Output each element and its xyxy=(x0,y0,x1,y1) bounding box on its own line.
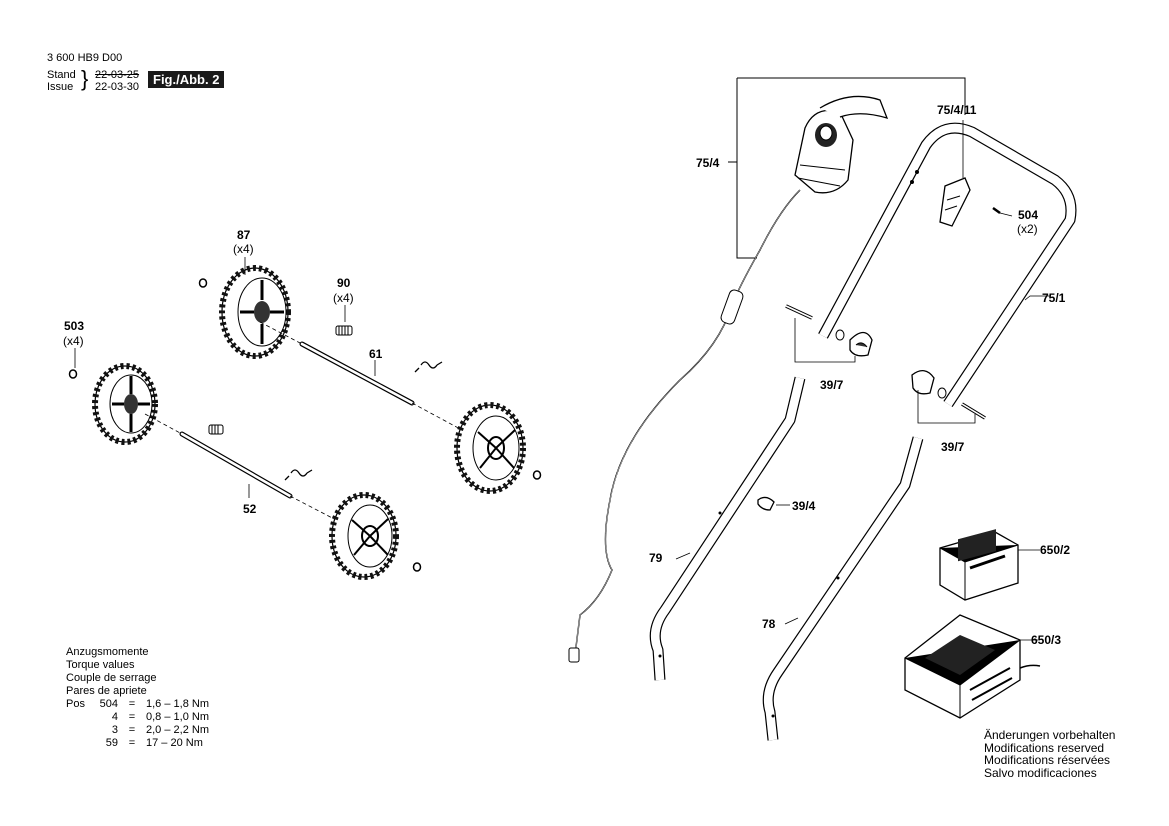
torque-value: 1,6 – 1,8 Nm xyxy=(146,698,209,710)
clip-39-4 xyxy=(757,496,790,511)
torque-row: 59 = 17 – 20 Nm xyxy=(66,737,209,750)
label-39-7-right: 39/7 xyxy=(941,440,965,454)
torque-value: 17 – 20 Nm xyxy=(146,737,203,749)
torque-value: 0,8 – 1,0 Nm xyxy=(146,711,209,723)
label-75-4: 75/4 xyxy=(696,156,720,170)
disclaimer-es: Salvo modificaciones xyxy=(984,765,1097,780)
label-75-4-11: 75/4/11 xyxy=(937,103,977,117)
spring-90-a xyxy=(335,325,353,336)
bolt-39-7-left xyxy=(785,304,873,357)
label-87: 87 xyxy=(237,228,251,242)
label-504: 504 xyxy=(1018,208,1039,222)
axle-52 xyxy=(144,413,341,523)
label-78: 78 xyxy=(762,617,776,631)
cable-clip xyxy=(720,289,744,325)
screw-504 xyxy=(992,206,1001,215)
wheel-87-rear-right xyxy=(454,402,526,494)
torque-value: 2,0 – 2,2 Nm xyxy=(146,724,209,736)
torque-row: 3 = 2,0 – 2,2 Nm xyxy=(66,724,209,737)
torque-eq: = xyxy=(128,711,136,723)
switch-box-75-4 xyxy=(794,95,889,194)
wheel-87-rear-left xyxy=(219,265,291,359)
label-87-qty: (x4) xyxy=(233,242,254,256)
label-79: 79 xyxy=(649,551,663,565)
label-503-qty: (x4) xyxy=(63,334,84,348)
clip-503-c xyxy=(68,369,78,379)
pos-label: Pos xyxy=(66,698,85,710)
torque-row: Pos 504 = 1,6 – 1,8 Nm xyxy=(66,698,209,711)
label-650-3: 650/3 xyxy=(1031,633,1062,647)
wheel-87-front-left xyxy=(92,363,158,445)
torque-pos: 504 xyxy=(99,698,118,710)
label-75-1: 75/1 xyxy=(1042,291,1066,305)
torque-title-es: Pares de apriete xyxy=(66,685,147,697)
label-503: 503 xyxy=(64,319,85,333)
document-number: 3 600 HB9 D00 xyxy=(47,52,123,64)
figure-badge: Fig./Abb. 2 xyxy=(148,71,225,88)
torque-eq: = xyxy=(128,698,136,710)
label-650-2: 650/2 xyxy=(1040,543,1071,557)
clip-75-4-11 xyxy=(939,120,971,227)
plug xyxy=(568,647,580,663)
torque-title-fr: Couple de serrage xyxy=(66,672,157,684)
upper-handle-75-1 xyxy=(818,122,1077,408)
disclaimer: Änderungen vorbehalten Modifications res… xyxy=(984,729,1115,779)
axle-61 xyxy=(259,321,463,431)
spring-90-b xyxy=(208,424,224,435)
issue-date: 22-03-30 xyxy=(95,81,140,93)
label-39-7-left: 39/7 xyxy=(820,378,844,392)
torque-title-en: Torque values xyxy=(66,659,135,671)
stand-label: Stand xyxy=(47,69,76,81)
lower-handle-79 xyxy=(649,376,806,681)
wheel-87-front-right xyxy=(329,492,399,580)
lower-handle-78 xyxy=(762,436,924,741)
clip-503-d xyxy=(412,562,422,572)
label-39-4: 39/4 xyxy=(792,499,816,513)
label-90: 90 xyxy=(337,276,351,290)
torsion-spring-a xyxy=(414,361,443,373)
torque-pos: 3 xyxy=(111,724,118,736)
label-504-qty: (x2) xyxy=(1017,222,1038,236)
clip-503-b xyxy=(532,470,542,480)
label-61: 61 xyxy=(369,347,383,361)
brace-glyph: } xyxy=(81,66,89,91)
charger-650-3 xyxy=(904,614,1041,719)
disclaimer-fr: Modifications réservées xyxy=(984,753,1111,767)
torque-row: 4 = 0,8 – 1,0 Nm xyxy=(66,711,209,724)
clip-503-a xyxy=(198,278,208,288)
torsion-spring-b xyxy=(284,469,313,481)
label-90-qty: (x4) xyxy=(333,291,354,305)
issue-label: Issue xyxy=(47,81,74,93)
bolt-39-7-right xyxy=(911,370,986,420)
disclaimer-de: Änderungen vorbehalten xyxy=(984,728,1116,742)
stand-date: 22-03-25 xyxy=(95,69,140,81)
label-52: 52 xyxy=(243,502,257,516)
torque-title-de: Anzugsmomente xyxy=(66,646,149,658)
torque-eq: = xyxy=(128,737,136,749)
torque-pos: 59 xyxy=(105,737,118,749)
disclaimer-en: Modifications reserved xyxy=(984,740,1105,755)
torque-eq: = xyxy=(128,724,136,736)
battery-650-2 xyxy=(939,529,1040,601)
torque-table: Anzugsmomente Torque values Couple de se… xyxy=(66,646,209,750)
torque-pos: 4 xyxy=(111,711,118,723)
